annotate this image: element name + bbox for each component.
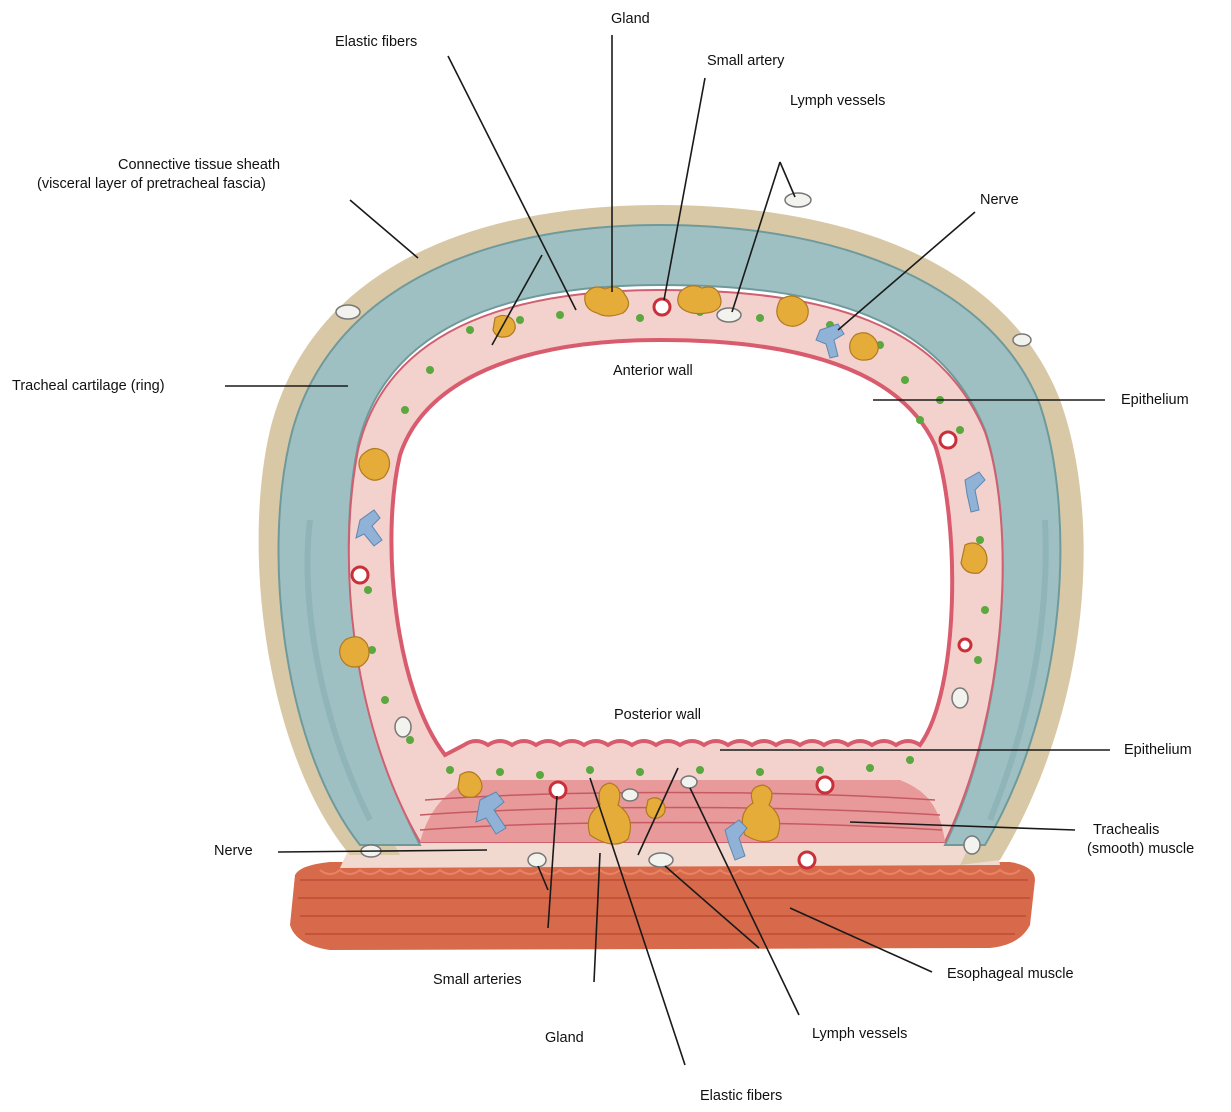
label-elastic-fibers-top: Elastic fibers (335, 34, 417, 51)
label-small-artery: Small artery (707, 53, 784, 70)
lumen-epithelium (391, 340, 952, 755)
label-epithelium-top: Epithelium (1121, 392, 1189, 409)
label-connective-sheath-2: (visceral layer of pretracheal fascia) (37, 176, 266, 193)
label-lymph-vessels-top: Lymph vessels (790, 93, 885, 110)
label-nerve-bottom: Nerve (214, 843, 253, 860)
label-nerve-top: Nerve (980, 192, 1019, 209)
label-epithelium-bottom: Epithelium (1124, 742, 1192, 759)
label-trachealis-2: (smooth) muscle (1087, 841, 1194, 858)
label-lymph-vessels-bottom: Lymph vessels (812, 1026, 907, 1043)
label-small-arteries: Small arteries (433, 972, 522, 989)
label-esophageal-muscle: Esophageal muscle (947, 966, 1074, 983)
label-gland-bottom: Gland (545, 1030, 584, 1047)
label-tracheal-cartilage: Tracheal cartilage (ring) (12, 378, 165, 395)
label-gland-top: Gland (611, 11, 650, 28)
label-trachealis-1: Trachealis (1093, 822, 1159, 839)
label-elastic-fibers-bottom: Elastic fibers (700, 1088, 782, 1105)
label-connective-sheath-1: Connective tissue sheath (118, 157, 280, 174)
label-anterior-wall: Anterior wall (613, 363, 693, 380)
esophageal-muscle (290, 862, 1035, 950)
label-posterior-wall: Posterior wall (614, 707, 701, 724)
